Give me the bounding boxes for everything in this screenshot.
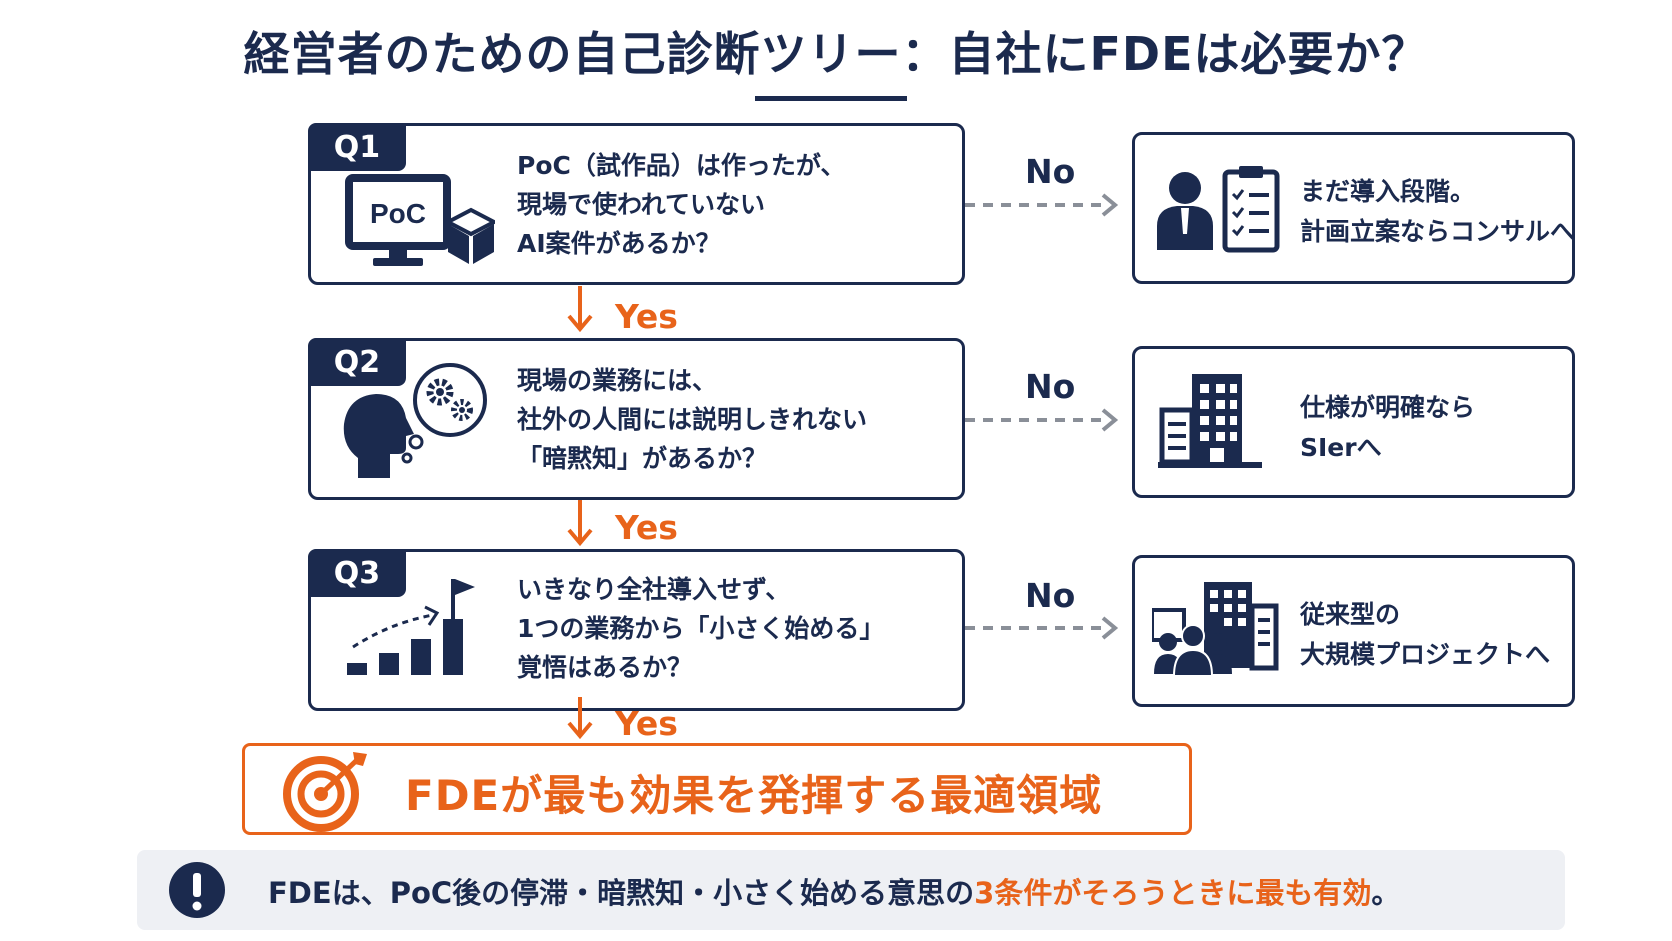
exclamation-icon	[169, 862, 225, 918]
yes-label-3: Yes	[615, 704, 678, 743]
question-box-q2	[308, 338, 965, 500]
no-label-q3: No	[1025, 576, 1076, 615]
question-tag-q3: Q3	[308, 549, 406, 597]
yes-arrow-2	[567, 500, 593, 547]
question-tag-q1: Q1	[308, 123, 406, 171]
question-q2-line: 「暗黙知」があるか？	[517, 444, 768, 473]
question-q3-line: 1つの業務から「小さく始める」	[517, 614, 885, 643]
question-q1-line: 現場で使われていない	[517, 190, 766, 219]
result-text: FDEが最も効果を発揮する最適領域	[405, 771, 1103, 820]
no-arrow-q3	[965, 616, 1119, 640]
question-text-q2: 現場の業務には、 社外の人間には説明しきれない 「暗黙知」があるか？	[517, 361, 867, 478]
answer-text-1: まだ導入段階。 計画立案ならコンサルへ	[1300, 172, 1575, 252]
question-q2-line: 社外の人間には説明しきれない	[517, 405, 868, 434]
thinking-head-icon	[343, 363, 487, 478]
yes-label-2: Yes	[615, 508, 678, 547]
result-box	[242, 743, 1192, 835]
answer-3-line: 大規模プロジェクトへ	[1300, 640, 1551, 669]
question-q3-line: いきなり全社導入せず、	[517, 575, 791, 604]
poc-icon-label: PoC	[370, 198, 426, 229]
answer-text-2: 仕様が明確なら SIerへ	[1300, 388, 1475, 468]
consultant-checklist-icon	[1157, 166, 1280, 253]
question-text-q3: いきなり全社導入せず、 1つの業務から「小さく始める」 覚悟はあるか？	[517, 570, 884, 687]
target-icon	[283, 752, 367, 832]
yes-arrow-3	[567, 697, 593, 740]
answer-box-1	[1132, 132, 1575, 284]
no-label-q1: No	[1025, 152, 1076, 191]
note-text-after: 。	[1371, 876, 1401, 910]
note-banner	[137, 850, 1565, 930]
no-label-q2: No	[1025, 367, 1076, 406]
answer-1-line: まだ導入段階。	[1300, 177, 1476, 206]
question-q3-line: 覚悟はあるか？	[517, 653, 693, 682]
yes-arrow-1	[567, 286, 593, 333]
no-arrow-q1	[965, 193, 1119, 217]
question-q1-line: AI案件があるか？	[517, 229, 721, 258]
note-text-before: FDEは、PoC後の停滞・暗黙知・小さく始める意思の	[268, 876, 975, 910]
question-box-q3	[308, 549, 965, 711]
building-people-icon	[1152, 582, 1279, 677]
office-building-icon	[1158, 374, 1262, 468]
page-title: 経営者のための自己診断ツリー：自社にFDEは必要か？	[243, 27, 1429, 81]
question-text-q1: PoC（試作品）は作ったが、 現場で使われていない AI案件があるか？	[517, 146, 845, 263]
question-q1-line: PoC（試作品）は作ったが、	[517, 151, 846, 180]
question-q2-line: 現場の業務には、	[517, 366, 718, 395]
answer-1-line: 計画立案ならコンサルへ	[1300, 217, 1576, 246]
note-text-highlight: 3条件がそろうときに最も有効	[974, 876, 1372, 910]
title-underline	[755, 96, 907, 101]
answer-text-3: 従来型の 大規模プロジェクトへ	[1300, 595, 1550, 675]
question-tag-q2: Q2	[308, 338, 406, 386]
growth-chart-flag-icon	[347, 579, 475, 675]
poc-computer-icon: PoC	[345, 174, 495, 266]
note-text: FDEは、PoC後の停滞・暗黙知・小さく始める意思の3条件がそろうときに最も有効…	[268, 870, 1400, 912]
answer-2-line: SIerへ	[1300, 433, 1382, 462]
answer-3-line: 従来型の	[1300, 600, 1401, 629]
answer-2-line: 仕様が明確なら	[1300, 393, 1476, 422]
no-arrow-q2	[965, 408, 1119, 432]
yes-label-1: Yes	[615, 297, 678, 336]
